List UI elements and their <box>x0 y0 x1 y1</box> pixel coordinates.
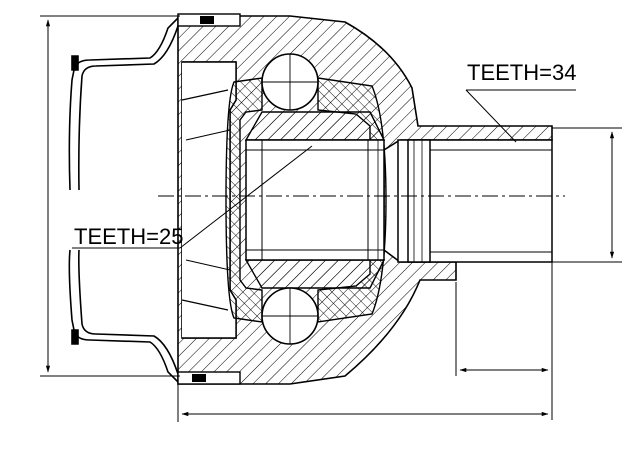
inner-race <box>244 111 386 289</box>
dim-shaft-length <box>455 262 553 420</box>
ball-top <box>261 53 319 111</box>
boot-clamp-top <box>177 13 241 27</box>
label-teeth-outer: TEETH=34 <box>467 60 576 85</box>
ball-bottom <box>261 287 319 345</box>
boot-clamp-bottom <box>177 371 241 385</box>
dim-overall-length <box>177 384 549 422</box>
stub-shaft <box>397 139 553 263</box>
dim-overall-height <box>40 15 180 377</box>
leader-teeth-25 <box>72 145 313 249</box>
leader-teeth-34 <box>465 89 576 143</box>
label-teeth-inner: TEETH=25 <box>74 224 183 249</box>
dim-shaft-diameter <box>552 127 622 263</box>
boot <box>68 17 179 383</box>
inner-spline-bore <box>245 139 385 261</box>
